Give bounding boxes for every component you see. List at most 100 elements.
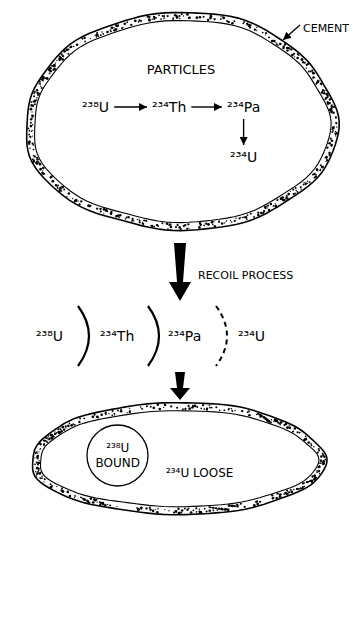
- cement-speckle: [211, 407, 213, 409]
- cement-speckle: [267, 420, 269, 422]
- cement-speckle: [307, 441, 310, 444]
- cement-speckle: [126, 412, 127, 413]
- cement-speckle: [158, 14, 160, 16]
- cement-speckle: [110, 213, 112, 215]
- bound-circle: ²³⁸UBOUND: [86, 424, 149, 487]
- cement-speckle: [62, 55, 64, 57]
- cement-speckle: [303, 439, 305, 441]
- cement-speckle: [51, 180, 54, 183]
- cement-speckle: [220, 18, 222, 20]
- bound-circle-line: [87, 425, 148, 486]
- cement-speckle: [323, 90, 325, 92]
- cement-speckle: [200, 408, 202, 410]
- cement-speckle: [274, 419, 277, 422]
- cement-speckle: [208, 506, 210, 508]
- cement-speckle: [68, 48, 70, 50]
- bound-label: BOUND: [95, 456, 140, 470]
- cement-speckle: [316, 81, 319, 84]
- cement-speckle: [303, 183, 305, 185]
- cement-speckle: [256, 503, 259, 506]
- note-label: CEMENT: [303, 22, 349, 35]
- cement-speckle: [81, 497, 82, 498]
- cement-speckle: [221, 223, 223, 225]
- cement-speckle: [30, 108, 33, 111]
- cement-speckle: [300, 187, 302, 189]
- cement-speckle: [86, 500, 89, 503]
- cement-speckle: [77, 200, 79, 202]
- cement-speckle: [80, 200, 82, 202]
- cement-speckle: [133, 220, 134, 221]
- cement-speckle: [316, 169, 319, 172]
- cement-speckle: [286, 489, 288, 491]
- cement-speckle: [268, 209, 270, 211]
- cement-speckle: [87, 205, 89, 207]
- isotope-node: ²³⁸U: [80, 98, 111, 116]
- cement-speckle: [225, 508, 227, 510]
- cement-speckle: [169, 223, 172, 226]
- cement-speckle: [330, 108, 332, 110]
- cement-speckle: [49, 438, 50, 439]
- cement-speckle: [305, 184, 306, 185]
- cement-speckle: [314, 77, 316, 79]
- cement-speckle: [293, 53, 295, 55]
- cement-speckle: [279, 43, 282, 46]
- cement-speckle: [335, 122, 337, 124]
- cement-speckle: [248, 410, 250, 412]
- cement-speckle: [37, 458, 38, 459]
- cement-speckle: [209, 407, 211, 409]
- cement-speckle: [313, 446, 315, 448]
- cement-speckle: [117, 410, 119, 412]
- cement-speckle: [286, 427, 288, 429]
- process-arrow: [170, 372, 190, 400]
- cement-speckle: [236, 504, 238, 506]
- cement-speckle: [320, 460, 323, 463]
- cement-speckle: [297, 53, 299, 55]
- cement-speckle: [203, 225, 205, 227]
- cement-speckle: [319, 169, 321, 171]
- cement-speckle: [177, 507, 179, 509]
- cement-speckle: [242, 217, 243, 218]
- cement-speckle: [206, 511, 208, 513]
- cement-speckle: [162, 15, 164, 17]
- cement-speckle: [196, 511, 198, 513]
- cement-speckle: [191, 407, 193, 409]
- cement-speckle: [275, 205, 277, 207]
- cement-speckle: [255, 501, 257, 503]
- cement-speckle: [181, 509, 183, 511]
- cement-speckle: [231, 408, 233, 410]
- cement-speckle: [50, 483, 52, 485]
- cement-speckle: [131, 221, 132, 222]
- cement-speckle: [96, 208, 98, 210]
- cement-speckle: [54, 68, 56, 70]
- cement-speckle: [295, 187, 297, 189]
- cement-speckle: [46, 441, 48, 443]
- cement-speckle: [313, 478, 316, 481]
- cement-speckle: [62, 426, 65, 429]
- cement-speckle: [207, 19, 209, 21]
- cement-speckle: [70, 424, 72, 426]
- cement-speckle: [330, 138, 332, 140]
- cement-speckle: [315, 174, 317, 176]
- cement-speckle: [74, 497, 75, 498]
- cement-speckle: [112, 410, 114, 412]
- cement-speckle: [153, 16, 155, 18]
- cement-speckle: [89, 497, 92, 500]
- cement-speckle: [238, 217, 240, 219]
- cement-speckle: [280, 493, 282, 495]
- cement-speckle: [78, 421, 80, 423]
- cement-speckle: [36, 89, 38, 91]
- cement-speckle: [277, 422, 278, 423]
- cement-speckle: [265, 34, 266, 35]
- cement-speckle: [228, 504, 230, 506]
- cement-speckle: [294, 56, 295, 57]
- cement-speckle: [246, 23, 248, 25]
- leader-arrow: [283, 25, 300, 40]
- cement-speckle: [223, 222, 224, 223]
- cement-speckle: [55, 62, 56, 63]
- cement-speckle: [319, 473, 321, 475]
- cement-speckle: [203, 16, 205, 18]
- cement-speckle: [164, 509, 165, 510]
- cement-speckle: [113, 413, 115, 415]
- cement-speckle: [142, 223, 144, 225]
- cement-speckle: [188, 228, 189, 229]
